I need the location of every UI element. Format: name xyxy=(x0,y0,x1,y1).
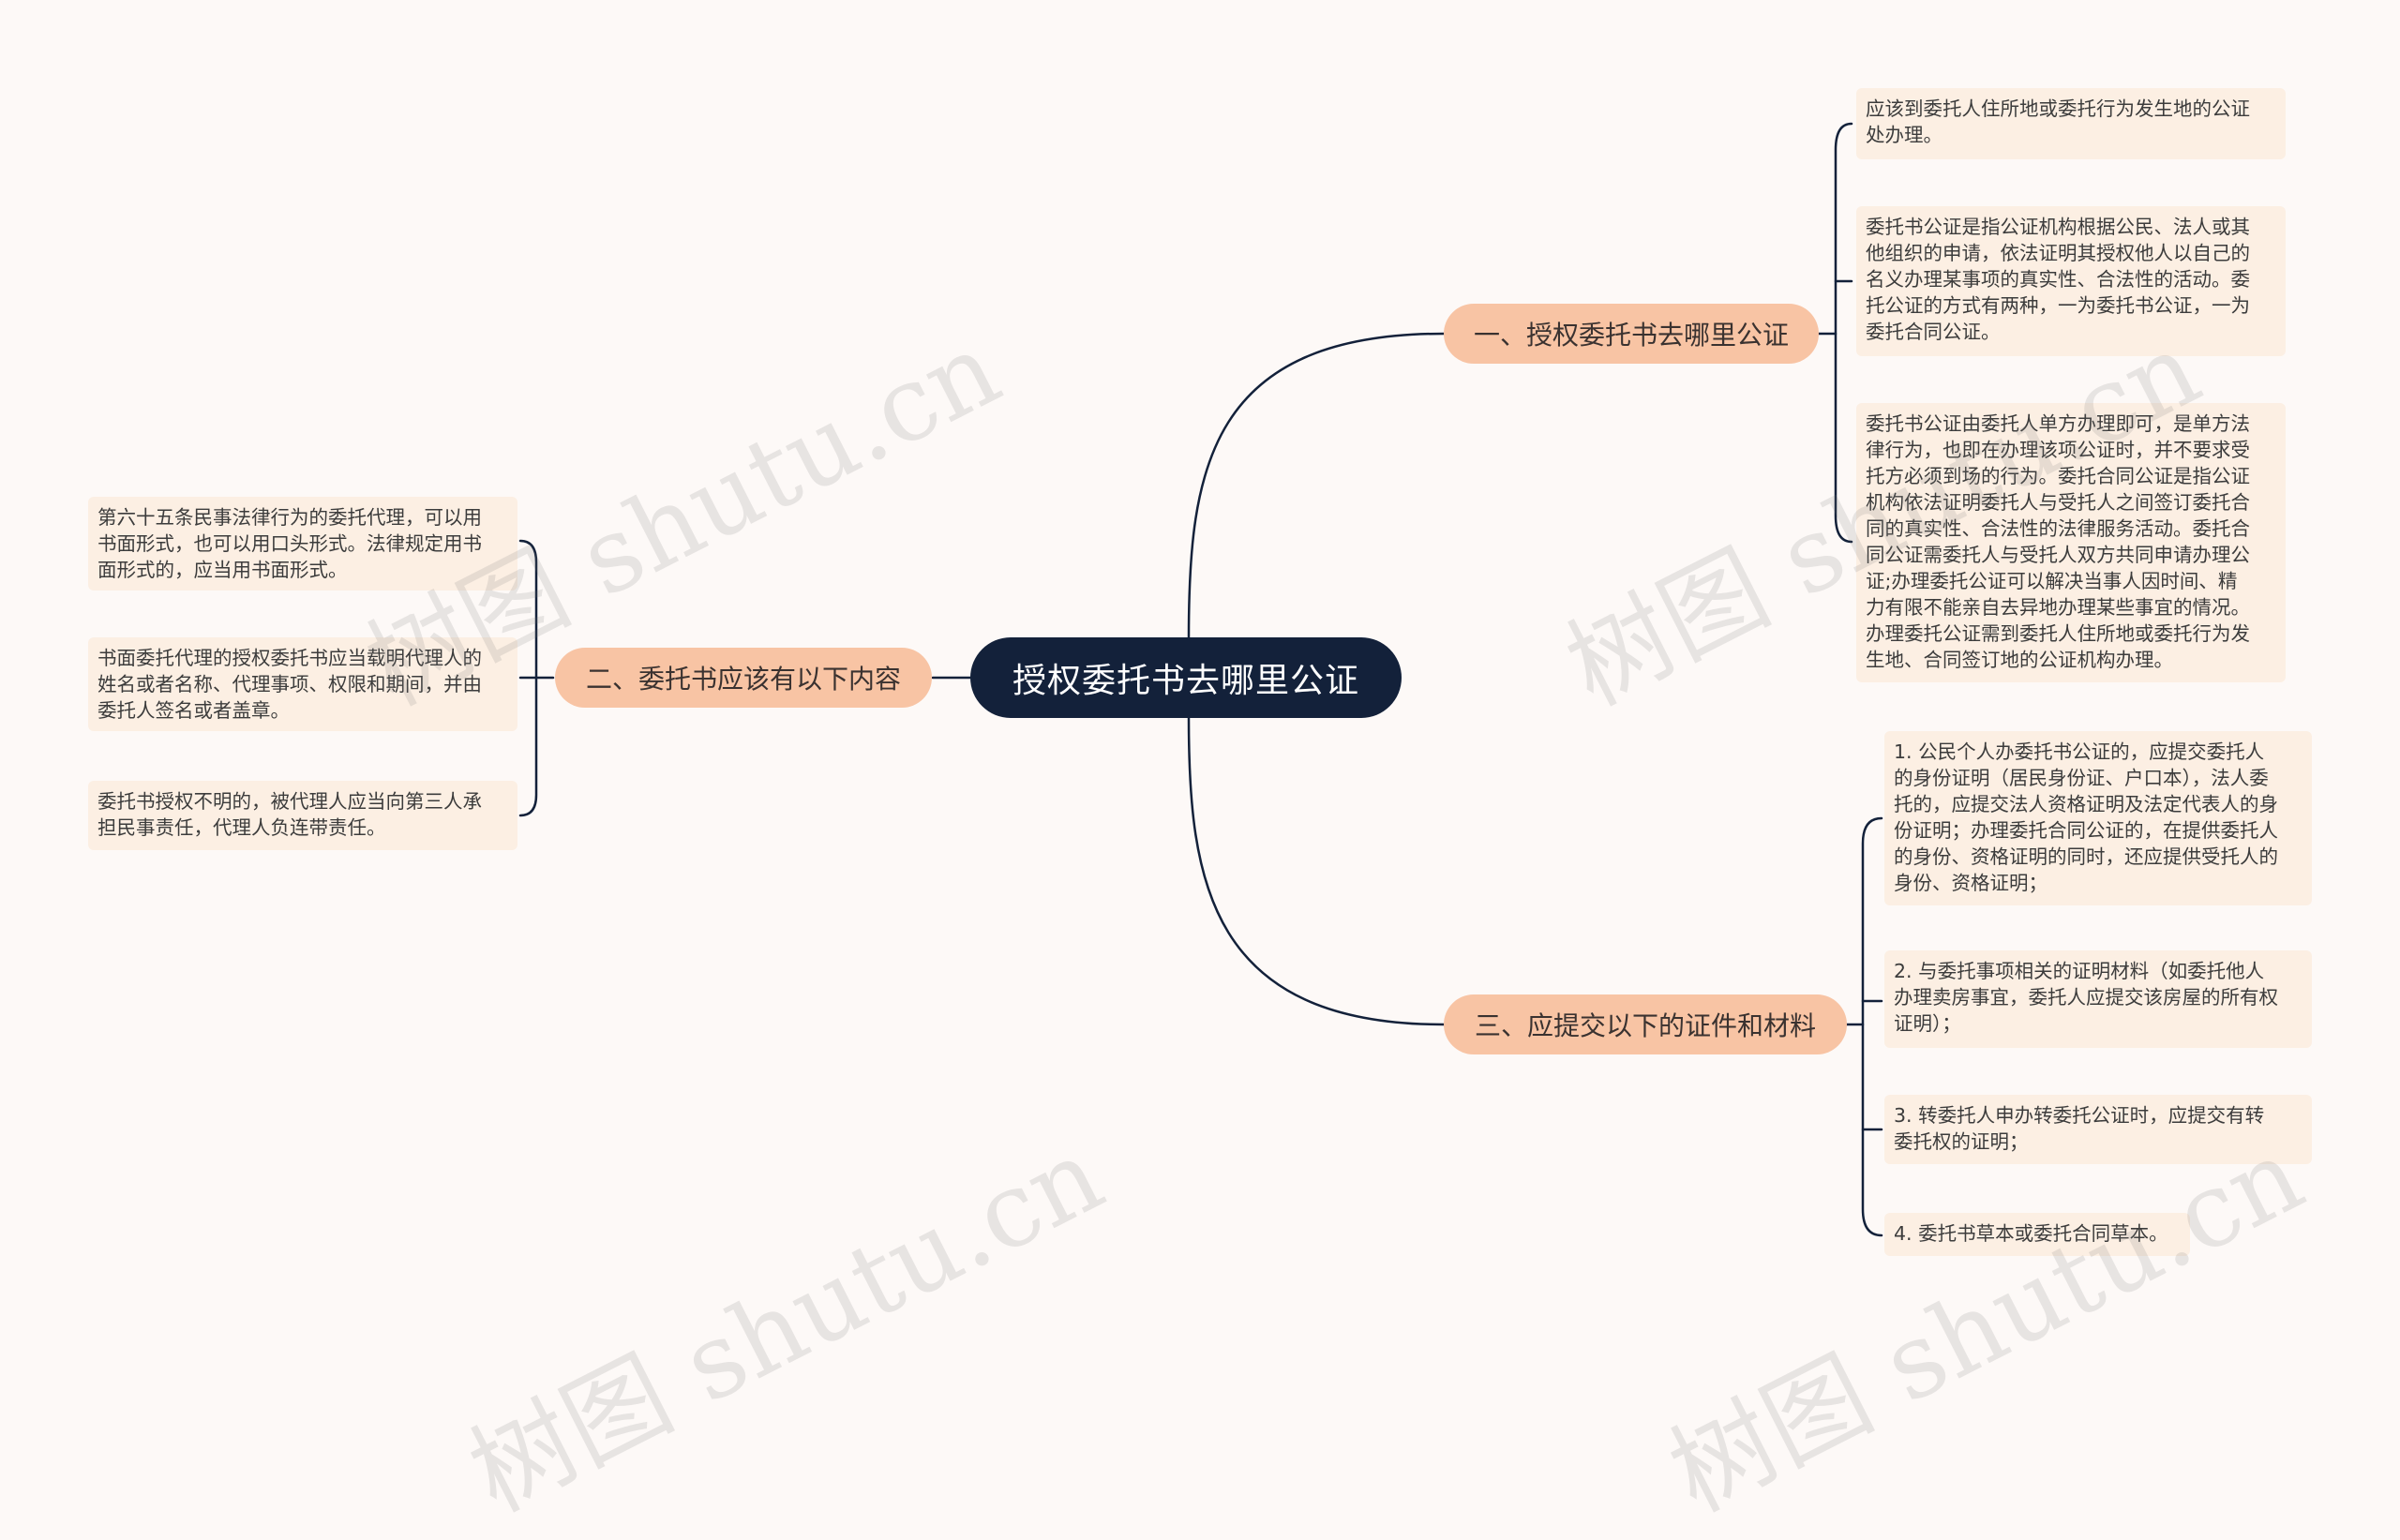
connector-root-branch-3 xyxy=(1187,716,1446,1026)
root-node[interactable]: 授权委托书去哪里公证 xyxy=(970,637,1402,718)
branch-node-2[interactable]: 二、委托书应该有以下内容 xyxy=(555,648,932,708)
root-label: 授权委托书去哪里公证 xyxy=(1012,662,1359,700)
leaf-node[interactable]: 2. 与委托事项相关的证明材料（如委托他人 办理卖房事宜，委托人应提交该房屋的所… xyxy=(1884,950,2312,1048)
branch-node-1[interactable]: 一、授权委托书去哪里公证 xyxy=(1444,304,1819,364)
leaf-node[interactable]: 委托书授权不明的，被代理人应当向第三人承 担民事责任，代理人负连带责任。 xyxy=(88,781,518,850)
connector-branch-1-bracket xyxy=(1834,122,1853,544)
connector-lines xyxy=(518,122,1883,1237)
branch-label: 二、委托书应该有以下内容 xyxy=(585,664,901,695)
leaf-node[interactable]: 1. 公民个人办委托书公证的，应提交委托人 的身份证明（居民身份证、户口本），法… xyxy=(1884,731,2312,905)
leaf-node[interactable]: 委托书公证是指公证机构根据公民、法人或其 他组织的申请，依法证明其授权他人以自己… xyxy=(1856,206,2286,356)
leaf-node[interactable]: 3. 转委托人申办转委托公证时，应提交有转 委托权的证明； xyxy=(1884,1095,2312,1164)
connector-branch-3-bracket xyxy=(1861,816,1883,1237)
leaf-node[interactable]: 委托书公证由委托人单方办理即可，是单方法 律行为，也即在办理该项公证时，并不要求… xyxy=(1856,403,2286,682)
leaf-node[interactable]: 书面委托代理的授权委托书应当载明代理人的 姓名或者名称、代理事项、权限和期间，并… xyxy=(88,637,518,731)
branch-label: 一、授权委托书去哪里公证 xyxy=(1473,320,1789,351)
leaf-node[interactable]: 应该到委托人住所地或委托行为发生地的公证 处办理。 xyxy=(1856,88,2286,159)
leaf-node[interactable]: 第六十五条民事法律行为的委托代理，可以用 书面形式，也可以用口头形式。法律规定用… xyxy=(88,497,518,591)
leaf-node[interactable]: 4. 委托书草本或委托合同草本。 xyxy=(1884,1213,2190,1256)
branch-node-3[interactable]: 三、应提交以下的证件和材料 xyxy=(1444,994,1847,1054)
mindmap-canvas: 授权委托书去哪里公证 一、授权委托书去哪里公证 应该到委托人住所地或委托行为发生… xyxy=(88,88,2320,1534)
branch-label: 三、应提交以下的证件和材料 xyxy=(1474,1010,1816,1041)
connector-root-branch-1 xyxy=(1187,332,1446,639)
